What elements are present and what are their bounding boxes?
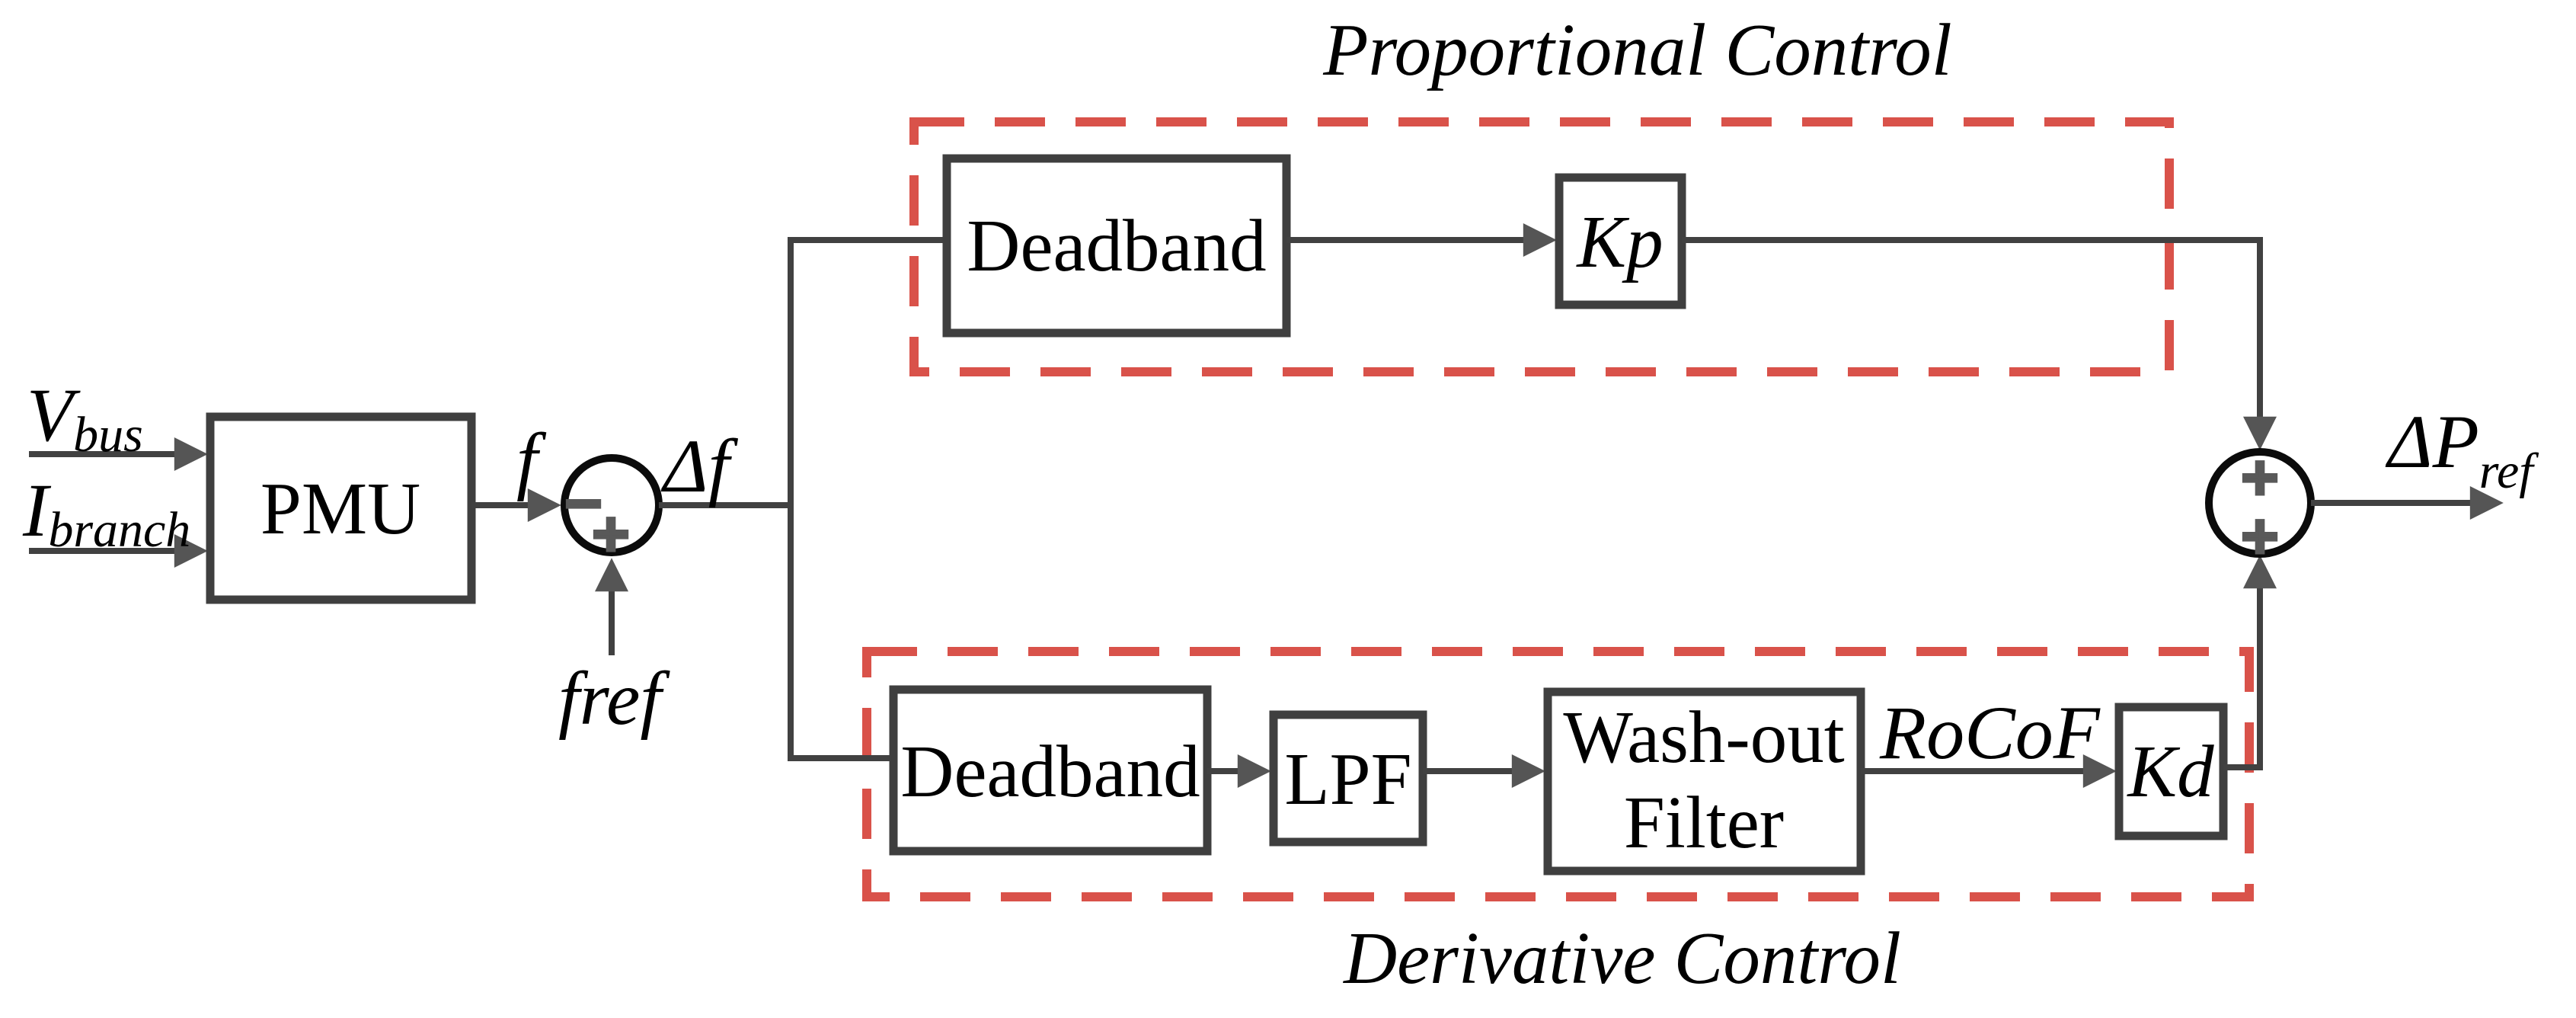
washout-filter-label-line1: Wash-out	[1563, 696, 1844, 778]
vbus-label: Vbus	[27, 373, 143, 463]
output-plus-bottom-sign: +	[2239, 506, 2280, 565]
delta-p-ref-sub: ref	[2479, 443, 2539, 499]
proportional-control-dashed-box	[909, 117, 2174, 376]
lpf-block	[1269, 710, 1427, 847]
kp-label: Kp	[1575, 201, 1663, 283]
vbus-label-sub: bus	[73, 407, 143, 463]
delta-p-ref-base: ΔP	[2385, 399, 2479, 484]
ibranch-label-sub: branch	[48, 502, 190, 558]
output-plus-top-sign: +	[2239, 447, 2280, 506]
delta-p-ref-label: ΔPref	[2385, 399, 2539, 499]
kp-block	[1555, 173, 1686, 309]
vbus-label-base: V	[27, 373, 81, 457]
derivative-control-dashed-box	[862, 647, 2254, 901]
minus-sign: −	[562, 473, 604, 532]
rocof-label: RoCoF	[1879, 690, 2101, 775]
washout-filter-label-line2: Filter	[1624, 782, 1784, 863]
washout-filter-block	[1543, 687, 1865, 876]
fref-label: fref	[558, 656, 670, 741]
plus-sign: +	[590, 504, 631, 562]
ibranch-label: Ibranch	[22, 468, 190, 558]
ibranch-label-base: I	[22, 468, 52, 552]
f-label: f	[516, 418, 547, 502]
deadband-top-block	[942, 154, 1291, 338]
kd-output-wire	[2223, 555, 2277, 770]
deadband-top-label: Deadband	[967, 205, 1266, 287]
kd-block	[2114, 703, 2228, 840]
kd-label: Kd	[2126, 731, 2214, 812]
lpf-label: LPF	[1284, 738, 1411, 820]
pmu-label: PMU	[260, 468, 420, 549]
branch-wire	[788, 237, 947, 761]
pmu-block	[206, 412, 476, 604]
proportional-control-title: Proportional Control	[1322, 9, 1952, 91]
kp-output-wire	[1682, 237, 2277, 450]
delta-f-label: Δf	[660, 424, 739, 508]
derivative-control-title: Derivative Control	[1342, 917, 1901, 999]
deadband-bottom-label: Deadband	[900, 731, 1200, 812]
